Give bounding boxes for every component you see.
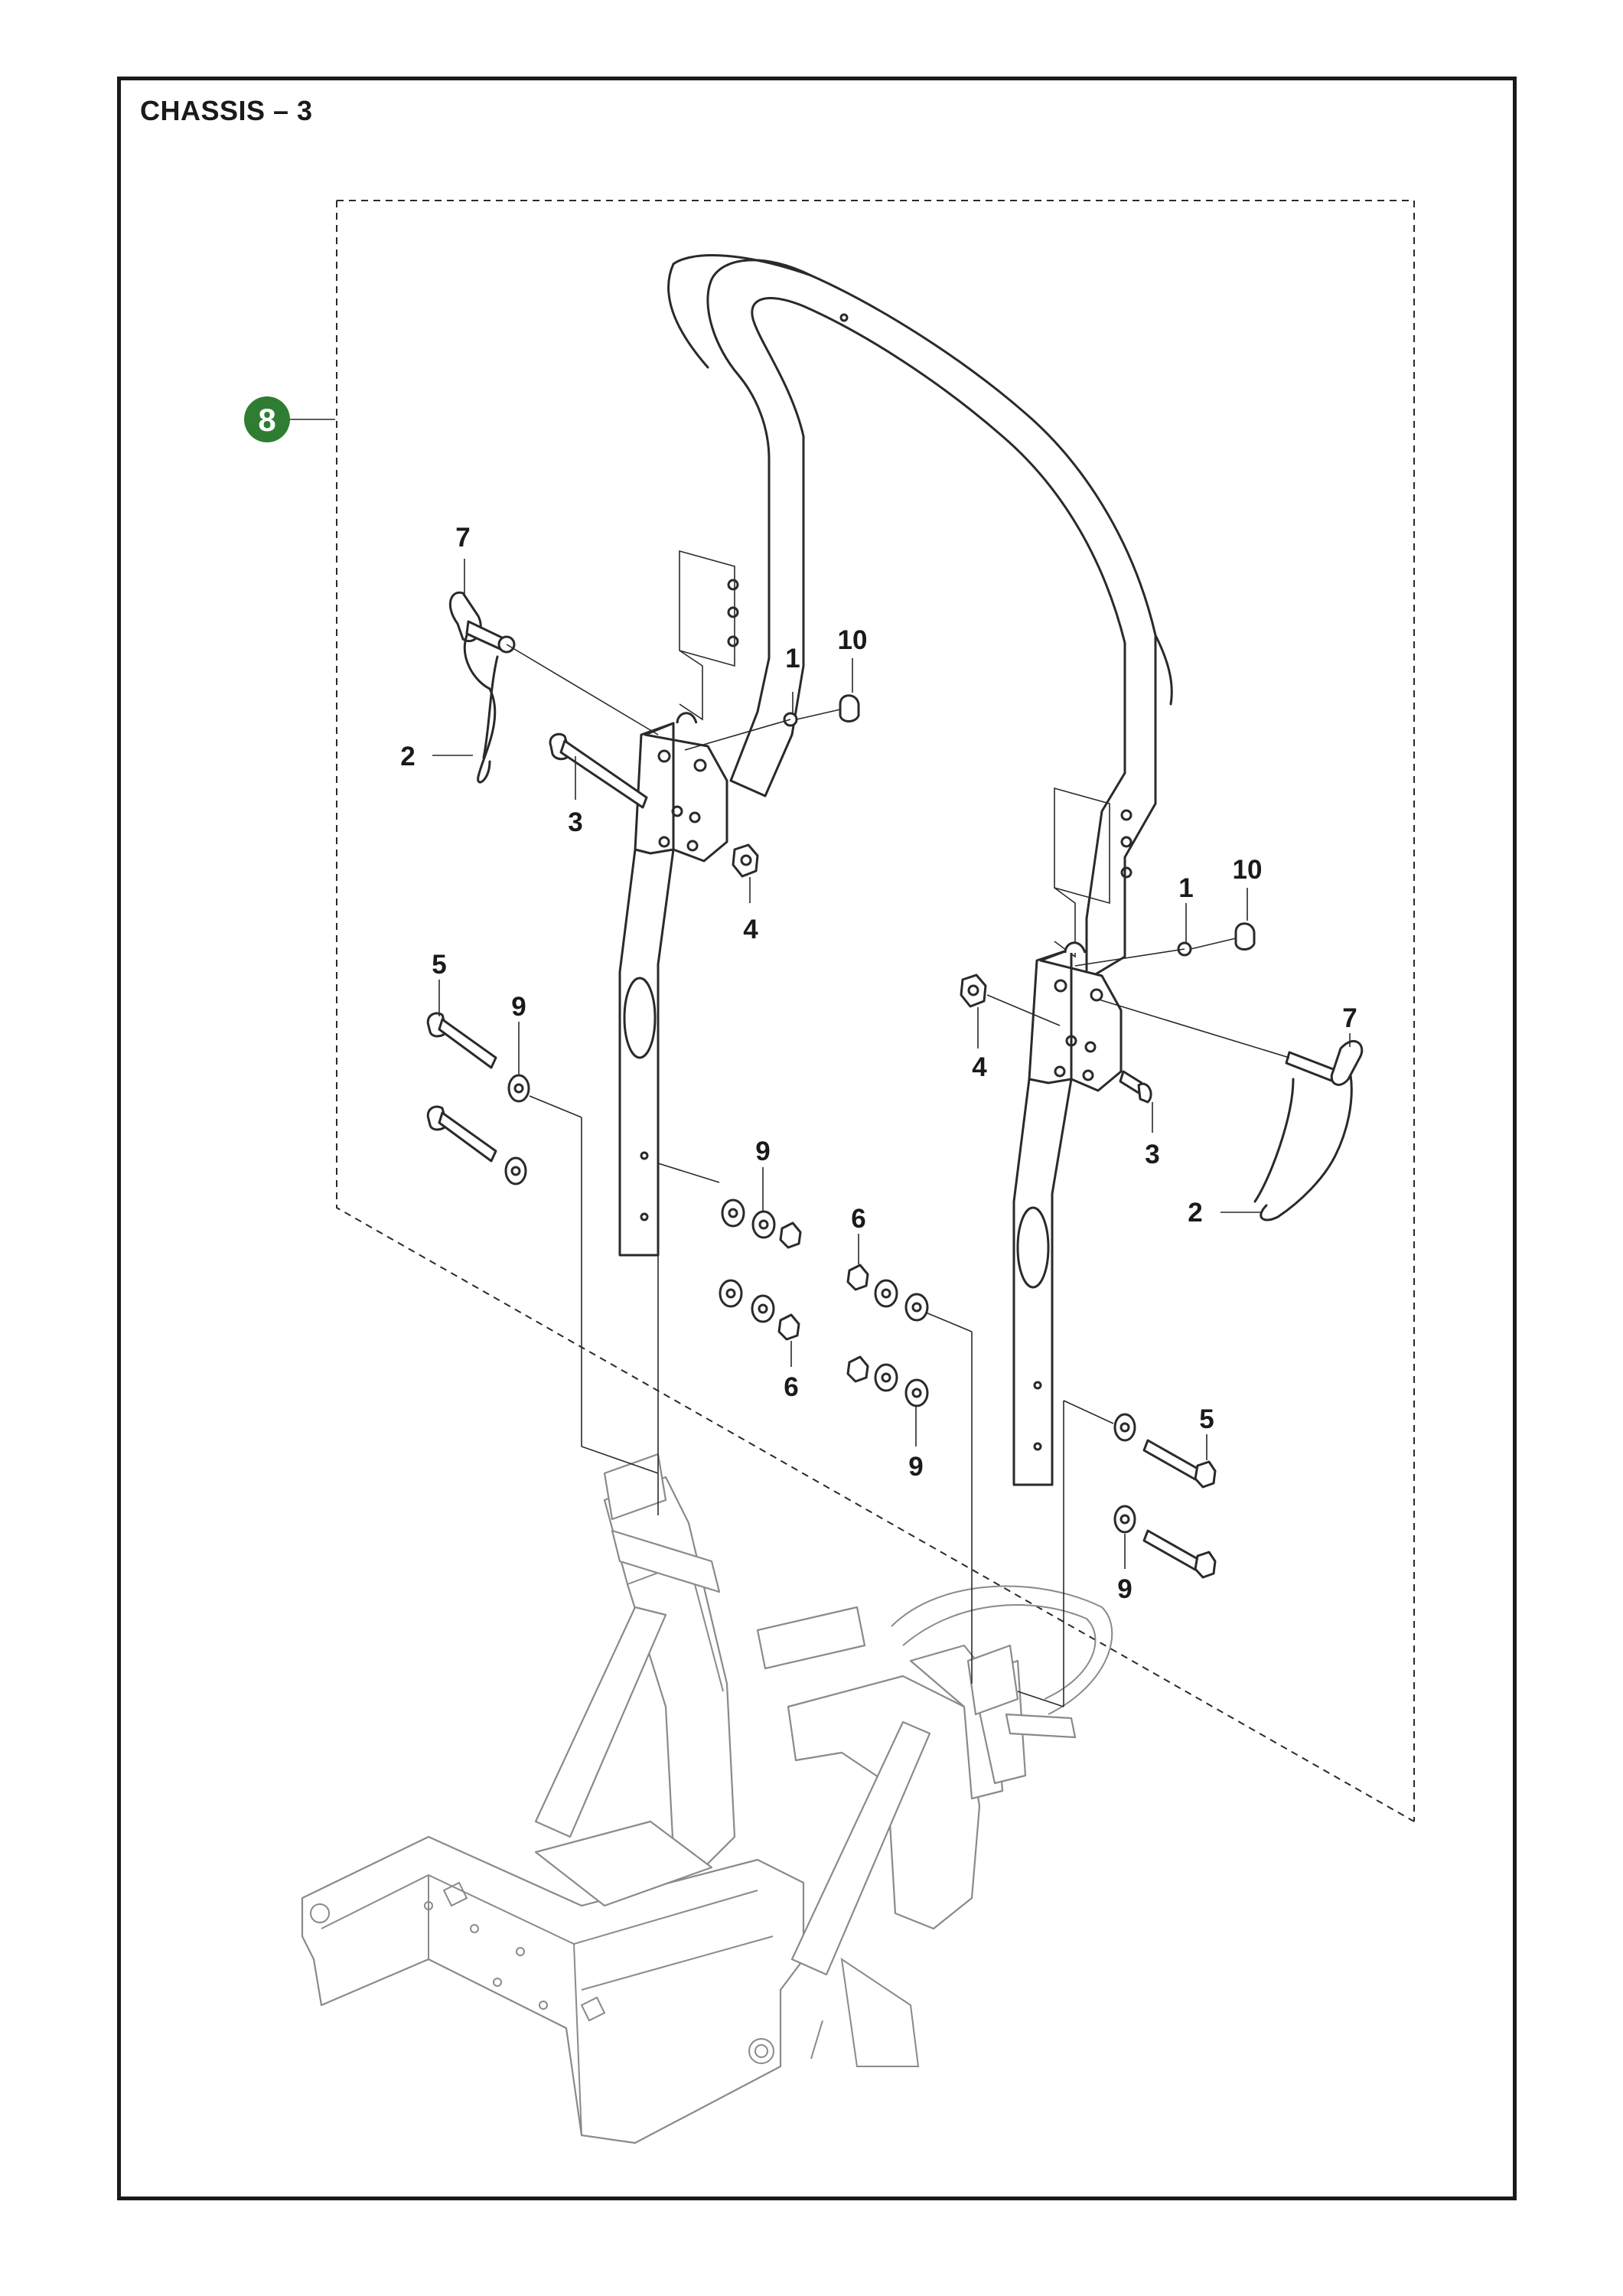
assembly-boundary <box>336 200 1415 1822</box>
left-hardware <box>426 591 860 1186</box>
page-title: CHASSIS – 3 <box>140 95 313 126</box>
right-hardware <box>960 922 1364 1579</box>
right-upright-tube <box>1012 941 1123 1486</box>
callout-9-right: 9 <box>1117 1574 1132 1604</box>
chassis-frame <box>301 1453 1113 2144</box>
middle-hardware <box>719 1199 929 1407</box>
callout-5-left: 5 <box>432 950 446 980</box>
callout-10-left: 10 <box>838 625 868 655</box>
callout-6-mid-upper: 6 <box>851 1204 865 1234</box>
callout-9-mid-upper: 9 <box>755 1137 770 1166</box>
callout-5-right: 5 <box>1199 1404 1214 1434</box>
callout-1-right: 1 <box>1178 873 1193 903</box>
assembly-number: 8 <box>258 402 275 438</box>
callout-7-left: 7 <box>455 523 470 553</box>
assembly-badge: 8 <box>244 396 290 442</box>
callout-9-left: 9 <box>511 992 526 1022</box>
callout-2-left: 2 <box>400 742 415 771</box>
callout-4-right: 4 <box>972 1052 987 1082</box>
page-frame <box>117 77 1517 2200</box>
callout-2-right: 2 <box>1188 1198 1202 1228</box>
callout-7-right: 7 <box>1342 1003 1357 1033</box>
callout-10-right: 10 <box>1233 855 1263 885</box>
leader-lines <box>269 419 1351 1707</box>
callout-3-left: 3 <box>568 807 582 837</box>
callout-9-mid-lower: 9 <box>908 1452 923 1482</box>
callout-4-left: 4 <box>743 915 758 944</box>
roll-bar-hoop <box>667 254 1173 981</box>
left-upright-tube <box>618 712 728 1257</box>
callout-6-mid-lower: 6 <box>784 1372 798 1402</box>
callout-1-left: 1 <box>785 644 800 673</box>
callout-3-right: 3 <box>1145 1140 1159 1169</box>
